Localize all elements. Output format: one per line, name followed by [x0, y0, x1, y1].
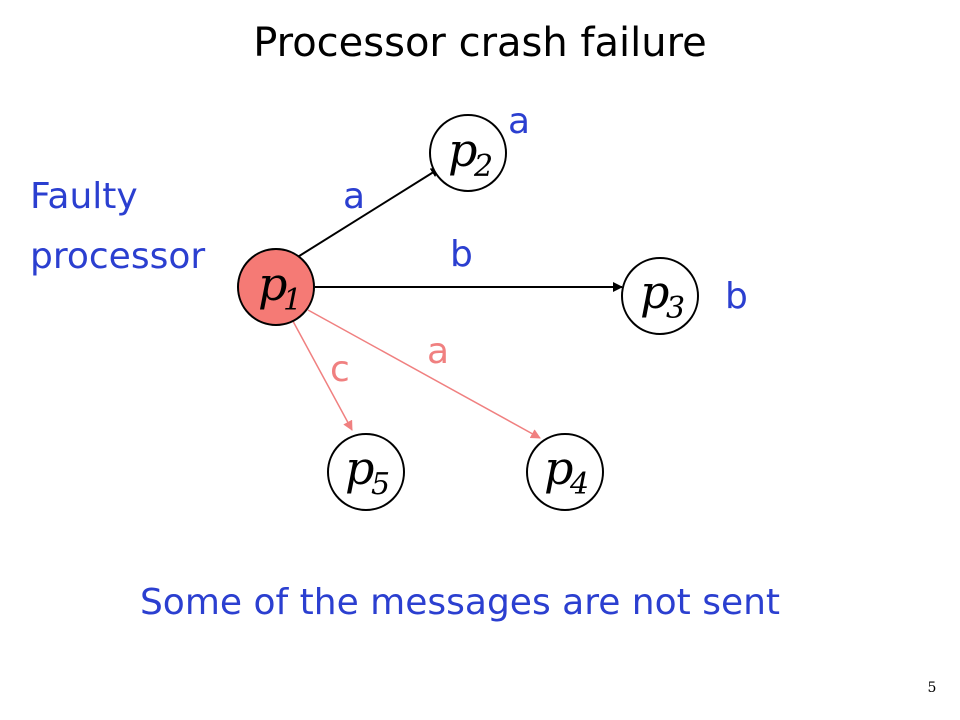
- edge-p1-p5: [287, 311, 353, 431]
- node-p4: p 4: [526, 433, 604, 511]
- received-p2-message: a: [508, 101, 531, 142]
- node-p2: p 2: [429, 114, 507, 192]
- edge-p1-p4-message: a: [427, 331, 450, 372]
- node-p1-sub: 1: [283, 283, 302, 318]
- received-p3-message: b: [725, 276, 748, 317]
- processor-label: processor: [30, 236, 206, 277]
- faulty-label: Faulty: [30, 176, 138, 217]
- edge-p1-p5-message: c: [330, 349, 350, 390]
- node-p3-sub: 3: [666, 291, 685, 326]
- node-p1-letter: p: [258, 257, 287, 311]
- node-p2-letter: p: [448, 123, 477, 177]
- node-p5-sub: 5: [371, 467, 390, 502]
- node-p1: p 1: [237, 248, 315, 326]
- node-p5: p 5: [327, 433, 405, 511]
- edge-p1-p4: [307, 309, 541, 439]
- edge-p1-p2: [295, 167, 441, 259]
- node-p3-letter: p: [640, 265, 669, 319]
- slide-caption: Some of the messages are not sent: [139, 582, 781, 623]
- node-p4-letter: p: [544, 441, 573, 495]
- node-p4-sub: 4: [569, 467, 589, 502]
- edge-p1-p3-message: b: [450, 234, 473, 275]
- node-p2-sub: 2: [473, 149, 493, 184]
- node-p5-letter: p: [345, 441, 374, 495]
- edge-p1-p2-message: a: [343, 176, 366, 217]
- slide-title: Processor crash failure: [253, 20, 707, 66]
- page-number: 5: [927, 680, 937, 696]
- node-p3: p 3: [621, 257, 699, 335]
